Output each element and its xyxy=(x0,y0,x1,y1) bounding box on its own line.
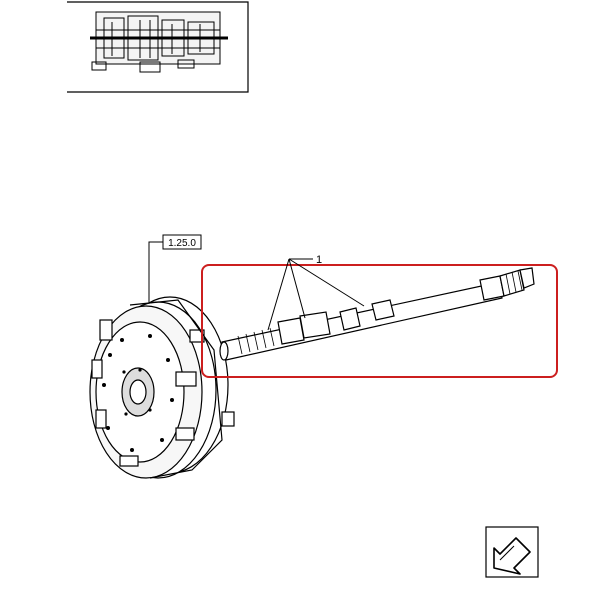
callout-number: 1 xyxy=(316,254,322,266)
transmission-overview-icon xyxy=(67,1,249,93)
callout-leader xyxy=(267,258,365,331)
reference-label: 1.25.0 xyxy=(148,234,202,310)
clutch-assembly-icon xyxy=(89,296,235,479)
reference-label-text: 1.25.0 xyxy=(168,238,196,249)
highlight-box xyxy=(201,264,558,378)
next-page-arrow-icon[interactable] xyxy=(485,526,539,578)
splined-shaft-icon xyxy=(219,267,535,361)
